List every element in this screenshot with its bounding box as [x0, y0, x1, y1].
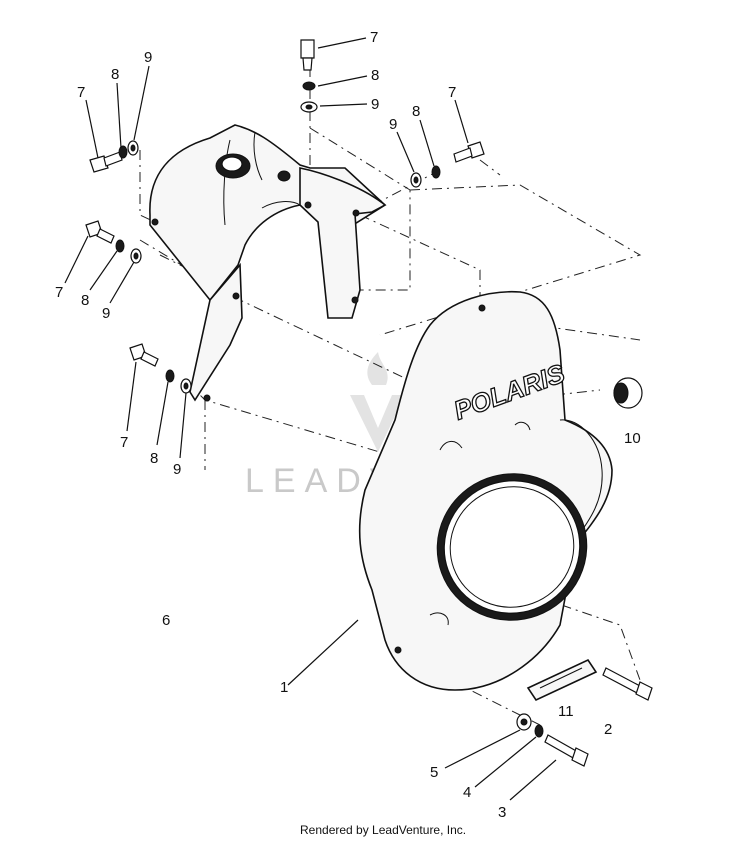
- callout-labels: 7 8 9 7 8 9 9 8 7 7 8 9 7 8 9 10 6 1 11 …: [55, 29, 641, 821]
- callout-5: 5: [430, 764, 438, 781]
- callout-8-top-right: 8: [412, 103, 420, 120]
- callout-7-mid-left: 7: [55, 284, 63, 301]
- callout-8-top-center: 8: [371, 67, 379, 84]
- callout-10: 10: [624, 430, 641, 447]
- callout-7-top-center: 7: [370, 29, 378, 46]
- callout-8-mid-left: 8: [81, 292, 89, 309]
- callout-8-top-left: 8: [111, 66, 119, 83]
- callout-9-lower-left: 9: [173, 461, 181, 478]
- callout-9-mid-left: 9: [102, 305, 110, 322]
- callout-7-top-right: 7: [448, 84, 456, 101]
- grommet: [613, 377, 643, 409]
- leader-lines: [64, 37, 557, 801]
- callout-3: 3: [498, 804, 506, 821]
- callout-4: 4: [463, 784, 471, 801]
- callout-8-lower-left: 8: [150, 450, 158, 467]
- fasteners: [85, 39, 653, 767]
- mounting-bracket: [526, 658, 598, 702]
- callout-11: 11: [558, 703, 574, 720]
- callout-9-top-center: 9: [371, 96, 379, 113]
- callout-6: 6: [162, 612, 170, 629]
- footer-credit: Rendered by LeadVenture, Inc.: [300, 823, 466, 837]
- callout-9-top-left: 9: [144, 49, 152, 66]
- callout-7-lower-left: 7: [120, 434, 128, 451]
- callout-7-top-left: 7: [77, 84, 85, 101]
- callout-2: 2: [604, 721, 612, 738]
- blower-housing: POLARIS: [358, 290, 613, 691]
- callout-1: 1: [280, 679, 288, 696]
- callout-9-top-right: 9: [389, 116, 397, 133]
- upper-air-duct: [149, 124, 387, 402]
